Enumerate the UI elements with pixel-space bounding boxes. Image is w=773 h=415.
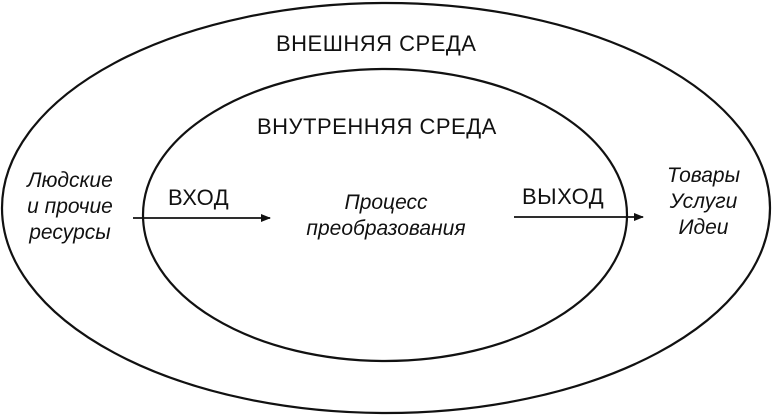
output-label: ВЫХОД (522, 184, 605, 209)
process-line-1: Процесс (344, 191, 428, 214)
resources-line-2: и прочие (27, 195, 113, 218)
transformation-process-label: Процесс преобразования (286, 190, 486, 242)
inner-environment-label: ВНУТРЕННЯЯ СРЕДА (257, 114, 497, 139)
resources-line-1: Людские (27, 169, 113, 192)
process-line-2: преобразования (306, 217, 466, 240)
outputs-line-3: Идеи (678, 216, 729, 239)
outputs-line-2: Услуги (669, 190, 738, 213)
outputs-line-1: Товары (666, 164, 741, 187)
outputs-label: Товары Услуги Идеи (646, 163, 761, 241)
input-label: ВХОД (168, 185, 230, 210)
resources-line-3: ресурсы (29, 221, 111, 244)
resources-label: Людские и прочие ресурсы (10, 168, 130, 246)
outer-environment-label: ВНЕШНЯЯ СРЕДА (276, 31, 477, 56)
inner-environment-ellipse (141, 67, 629, 363)
